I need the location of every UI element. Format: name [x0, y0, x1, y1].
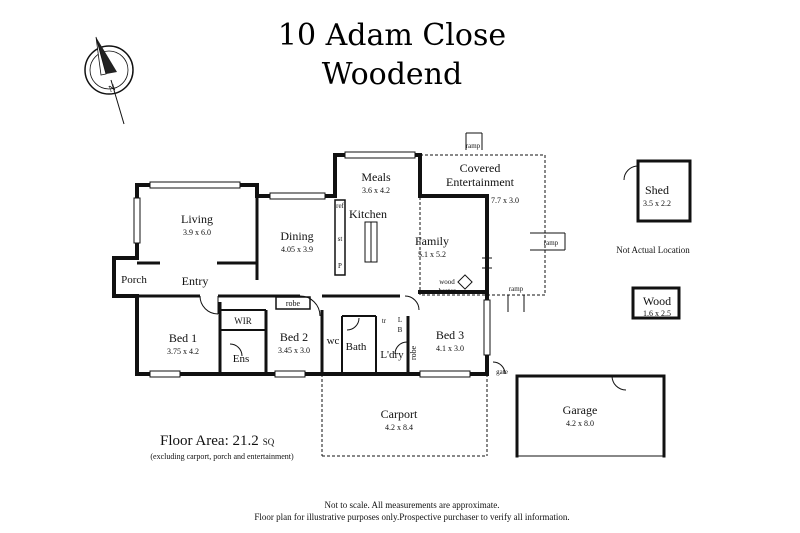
floor-area-note: (excluding carport, porch and entertainm… [150, 452, 294, 461]
covered-label-2: Entertainment [446, 175, 515, 189]
gate-label: gate [496, 368, 508, 376]
garage-label: Garage [563, 403, 598, 417]
covered-area-outline [419, 132, 566, 312]
compass-north-label: N [107, 82, 117, 94]
garage-dims: 4.2 x 8.0 [566, 419, 594, 428]
bed1-label: Bed 1 [169, 331, 197, 345]
floor-area-unit: SQ [263, 437, 275, 447]
shed-outline [636, 159, 692, 223]
carport-label: Carport [381, 407, 418, 421]
wood-heater-icon [457, 274, 473, 290]
room-labels: Meals 3.6 x 4.2 Covered Entertainment 7.… [121, 161, 671, 432]
ramp-right-label: ramp [544, 239, 559, 247]
floor-area-value: Floor Area: 21.2 [160, 433, 259, 449]
garage-walls [515, 374, 666, 458]
disclaimer-line-1: Not to scale. All measurements are appro… [325, 500, 500, 510]
not-actual-location-note: Not Actual Location [616, 245, 690, 255]
living-dims: 3.9 x 6.0 [183, 228, 211, 237]
kitchen-label: Kitchen [349, 207, 387, 221]
ldry-label: L'dry [380, 349, 404, 361]
ramp-bottom-label: ramp [509, 285, 524, 293]
laundry-l-label: L [398, 316, 402, 324]
ramp-top-label: ramp [466, 142, 481, 150]
robe-bed2-label: robe [286, 299, 301, 308]
porch-label: Porch [121, 274, 147, 286]
bed2-label: Bed 2 [280, 330, 308, 344]
wood-dims: 1.6 x 2.5 [643, 309, 671, 318]
wood-label: Wood [643, 294, 671, 308]
wood-heater-label-1: wood [439, 278, 455, 286]
meals-label: Meals [361, 170, 391, 184]
bed3-dims: 4.1 x 3.0 [436, 344, 464, 353]
bed1-dims: 3.75 x 4.2 [167, 347, 199, 356]
bed2-dims: 3.45 x 3.0 [278, 346, 310, 355]
doors [199, 257, 627, 391]
entry-label: Entry [182, 274, 209, 288]
covered-label-1: Covered [460, 161, 501, 175]
wc-label: wc [327, 335, 340, 347]
living-label: Living [181, 212, 213, 226]
dining-label: Dining [280, 229, 313, 243]
shed-door [623, 165, 639, 181]
ens-label: Ens [233, 353, 250, 365]
covered-dims: 7.7 x 3.0 [491, 196, 519, 205]
carport-outline [321, 374, 488, 457]
floor-area: Floor Area: 21.2 SQ [160, 433, 275, 449]
wir-label: WIR [234, 316, 252, 326]
title-line-2: Woodend [322, 57, 462, 92]
wood-store-outline [631, 286, 681, 320]
robe-bed3-label: robe [409, 345, 418, 360]
laundry-b-label: B [398, 326, 403, 334]
title-line-1: 10 Adam Close [278, 18, 506, 53]
family-dims: 5.1 x 5.2 [418, 250, 446, 259]
bed3-label: Bed 3 [436, 328, 464, 342]
windows [133, 151, 491, 378]
bath-label: Bath [346, 341, 367, 353]
shed-dims: 3.5 x 2.2 [643, 199, 671, 208]
carport-dims: 4.2 x 8.4 [385, 423, 413, 432]
st-label: st [338, 235, 343, 243]
compass-icon: N [84, 36, 134, 125]
disclaimer-line-2: Floor plan for illustrative purposes onl… [254, 512, 569, 522]
wood-heater-label-2: heater [438, 287, 456, 295]
fixture-labels: ref st P wood heater tr L B ramp ramp ra… [336, 142, 559, 376]
family-label: Family [415, 234, 449, 248]
meals-dims: 3.6 x 4.2 [362, 186, 390, 195]
tr-label: tr [382, 317, 387, 325]
dining-dims: 4.05 x 3.9 [281, 245, 313, 254]
ref-label: ref [336, 202, 344, 210]
pantry-label: P [338, 262, 342, 270]
shed-label: Shed [645, 183, 669, 197]
